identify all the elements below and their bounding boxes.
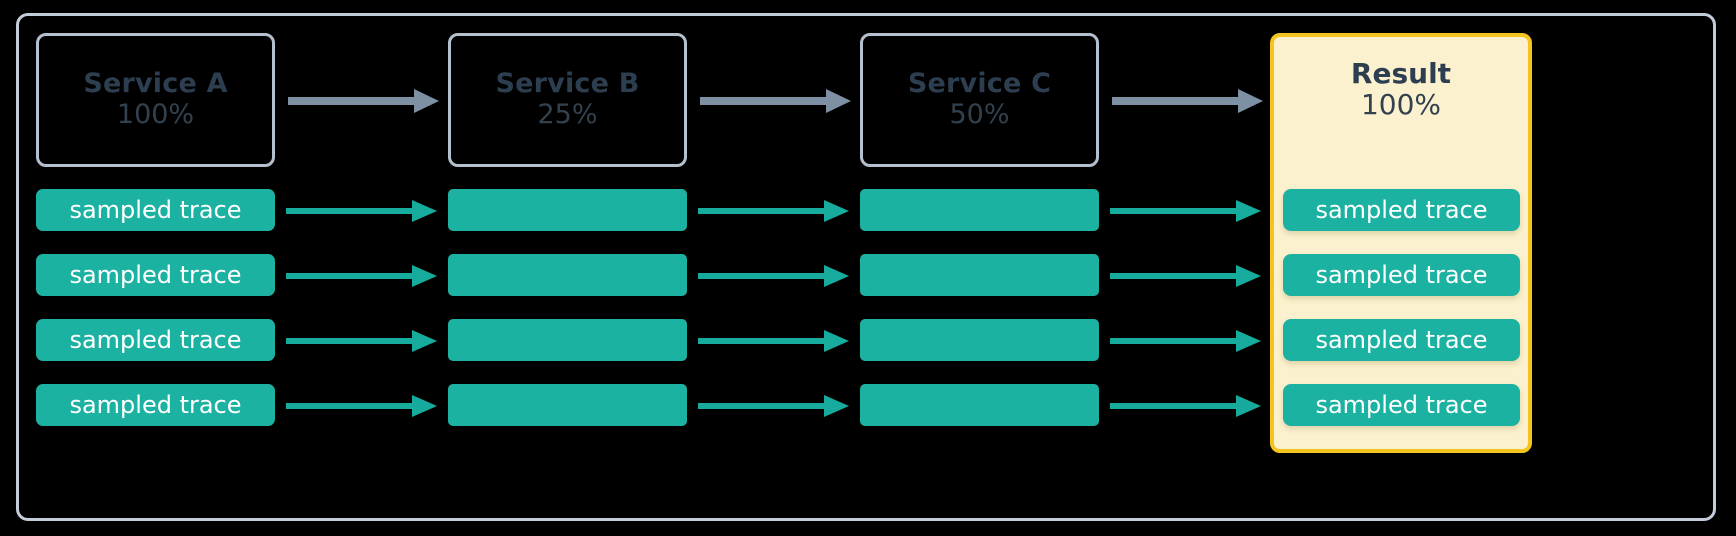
stage-box-service-b[interactable]: Service B 25%	[448, 33, 687, 167]
trace-bar-result-row-2[interactable]: sampled trace	[1283, 254, 1520, 296]
stage-percent: 50%	[949, 99, 1010, 131]
trace-bar-stage-a-row-4[interactable]: sampled trace	[36, 384, 275, 426]
trace-label: sampled trace	[69, 391, 242, 419]
stage-name: Service A	[83, 67, 228, 99]
stage-arrow-c-to-result	[1112, 88, 1264, 114]
trace-bar-stage-c-row-2[interactable]	[860, 254, 1099, 296]
trace-bar-stage-a-row-3[interactable]: sampled trace	[36, 319, 275, 361]
trace-arrow-a-to-b-row-1	[286, 198, 438, 224]
trace-bar-stage-c-row-1[interactable]	[860, 189, 1099, 231]
trace-arrow-b-to-c-row-1	[698, 198, 850, 224]
trace-label: sampled trace	[1315, 391, 1488, 419]
trace-arrow-a-to-b-row-4	[286, 393, 438, 419]
trace-arrow-c-to-result-row-3	[1110, 328, 1262, 354]
stage-arrow-b-to-c	[700, 88, 852, 114]
diagram-outer-frame	[16, 13, 1716, 521]
trace-arrow-b-to-c-row-4	[698, 393, 850, 419]
trace-label: sampled trace	[1315, 261, 1488, 289]
trace-bar-stage-b-row-3[interactable]	[448, 319, 687, 361]
stage-arrow-a-to-b	[288, 88, 440, 114]
result-name: Result	[1350, 57, 1452, 90]
trace-bar-stage-b-row-2[interactable]	[448, 254, 687, 296]
trace-bar-result-row-1[interactable]: sampled trace	[1283, 189, 1520, 231]
stage-percent: 25%	[537, 99, 598, 131]
trace-bar-stage-a-row-2[interactable]: sampled trace	[36, 254, 275, 296]
trace-arrow-c-to-result-row-4	[1110, 393, 1262, 419]
trace-bar-stage-b-row-4[interactable]	[448, 384, 687, 426]
trace-arrow-b-to-c-row-2	[698, 263, 850, 289]
result-panel[interactable]: Result 100%	[1270, 33, 1532, 453]
result-percent: 100%	[1360, 88, 1442, 122]
trace-bar-stage-c-row-4[interactable]	[860, 384, 1099, 426]
trace-bar-stage-b-row-1[interactable]	[448, 189, 687, 231]
trace-label: sampled trace	[69, 196, 242, 224]
trace-bar-result-row-4[interactable]: sampled trace	[1283, 384, 1520, 426]
trace-label: sampled trace	[69, 326, 242, 354]
stage-name: Service C	[907, 67, 1052, 99]
trace-bar-stage-a-row-1[interactable]: sampled trace	[36, 189, 275, 231]
trace-label: sampled trace	[1315, 196, 1488, 224]
trace-bar-stage-c-row-3[interactable]	[860, 319, 1099, 361]
trace-arrow-b-to-c-row-3	[698, 328, 850, 354]
trace-arrow-a-to-b-row-2	[286, 263, 438, 289]
trace-arrow-c-to-result-row-2	[1110, 263, 1262, 289]
stage-box-service-a[interactable]: Service A 100%	[36, 33, 275, 167]
trace-bar-result-row-3[interactable]: sampled trace	[1283, 319, 1520, 361]
trace-label: sampled trace	[1315, 326, 1488, 354]
trace-arrow-c-to-result-row-1	[1110, 198, 1262, 224]
stage-percent: 100%	[116, 99, 195, 131]
result-header: Result 100%	[1274, 59, 1528, 121]
trace-arrow-a-to-b-row-3	[286, 328, 438, 354]
stage-box-service-c[interactable]: Service C 50%	[860, 33, 1099, 167]
stage-name: Service B	[495, 67, 640, 99]
trace-label: sampled trace	[69, 261, 242, 289]
